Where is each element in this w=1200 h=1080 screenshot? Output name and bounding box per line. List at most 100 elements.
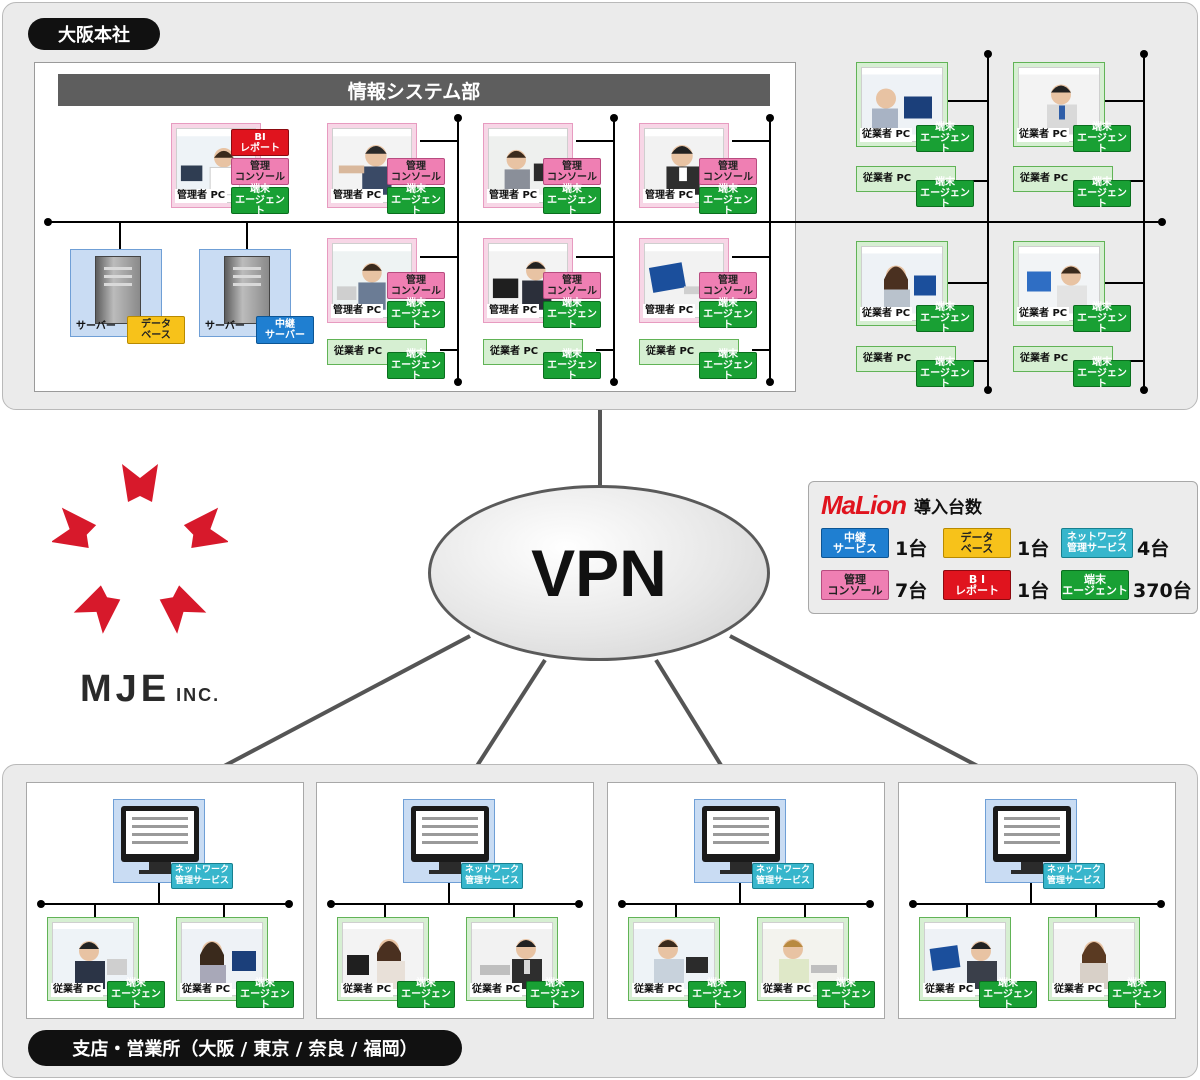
branch-network-line (913, 903, 1161, 905)
logo-inc-text: INC. (176, 685, 221, 705)
agent-badge: 端末 エージェント (699, 298, 757, 331)
agent-badge: 端末 エージェント (1108, 978, 1166, 1011)
branch-network-line (622, 903, 870, 905)
agent-badge: 端末 エージェント (916, 122, 974, 155)
vertical-network-line (613, 118, 615, 382)
network-service-badge: ネットワーク 管理サービス (461, 863, 523, 889)
employee-pc-label: 従業者 PC (334, 346, 383, 357)
network-node (44, 218, 52, 226)
network-node (454, 378, 462, 386)
monitor-icon (121, 806, 199, 862)
deployment-legend: MaLion 導入台数 中継 サービス 1台 データ ベース 1台 ネットワーク… (808, 481, 1198, 614)
employee-pc-label: 従業者 PC (863, 173, 912, 184)
bi-report-badge: BI レポート (231, 129, 289, 156)
employee-pc-label: 従業者 PC (761, 983, 814, 997)
company-logo-text: MJE INC. (80, 668, 220, 711)
server-icon (224, 256, 270, 324)
agent-badge: 端末 エージェント (1073, 302, 1131, 335)
network-node (610, 114, 618, 122)
agent-badge: 端末 エージェント (236, 978, 294, 1011)
legend-agent-count: 370台 (1133, 580, 1192, 602)
admin-pc-label: 管理者 PC (175, 189, 228, 203)
branch-offices-title: 支店・営業所（大阪 / 東京 / 奈良 / 福岡） (28, 1030, 462, 1066)
branch-office-box: ネットワーク 管理サービス 従業者 PC 端末 エージェント 従業者 PC 端末… (607, 782, 885, 1019)
server-icon (95, 256, 141, 324)
employee-pc-label: 従業者 PC (341, 983, 394, 997)
network-service-badge: ネットワーク 管理サービス (752, 863, 814, 889)
branch-office-box: ネットワーク 管理サービス 従業者 PC 端末 エージェント 従業者 PC 端末… (316, 782, 594, 1019)
employee-pc-label: 従業者 PC (646, 346, 695, 357)
agent-badge: 端末 エージェント (231, 184, 289, 217)
agent-badge: 端末 エージェント (543, 184, 601, 217)
vpn-cloud: VPN (428, 485, 770, 661)
relay-server-tile (199, 249, 291, 337)
console-badge: 管理 コンソール (543, 158, 601, 185)
malion-brand: MaLion (821, 490, 907, 520)
agent-badge: 端末 エージェント (543, 349, 601, 382)
employee-pc-label: 従業者 PC (180, 983, 233, 997)
network-node (766, 378, 774, 386)
employee-pc-label: 従業者 PC (51, 983, 104, 997)
admin-pc-label: 管理者 PC (643, 304, 696, 318)
branch-network-line (331, 903, 579, 905)
legend-relay-badge: 中継 サービス (821, 528, 889, 558)
admin-pc-label: 管理者 PC (643, 189, 696, 203)
server-drop-line (246, 222, 248, 250)
network-node (766, 114, 774, 122)
agent-badge: 端末 エージェント (1073, 177, 1131, 210)
employee-pc-label: 従業者 PC (1020, 173, 1069, 184)
legend-database-count: 1台 (1017, 538, 1050, 560)
legend-console-count: 7台 (895, 580, 928, 602)
admin-pc-label: 管理者 PC (487, 189, 540, 203)
legend-database-badge: データ ベース (943, 528, 1011, 558)
server-drop-line (119, 222, 121, 250)
agent-badge: 端末 エージェント (916, 302, 974, 335)
legend-network-count: 4台 (1137, 538, 1170, 560)
network-service-pc (403, 799, 495, 883)
server-label: サーバー (205, 321, 245, 332)
network-node (984, 386, 992, 394)
branch-office-box: ネットワーク 管理サービス 従業者 PC 端末 エージェント 従業者 PC 端末… (26, 782, 304, 1019)
network-service-pc (694, 799, 786, 883)
monitor-icon (411, 806, 489, 862)
console-badge: 管理 コンソール (699, 158, 757, 185)
network-service-badge: ネットワーク 管理サービス (1043, 863, 1105, 889)
legend-console-badge: 管理 コンソール (821, 570, 889, 600)
employee-pc-label: 従業者 PC (923, 983, 976, 997)
network-service-badge: ネットワーク 管理サービス (171, 863, 233, 889)
network-node (454, 114, 462, 122)
network-node (1140, 50, 1148, 58)
monitor-icon (702, 806, 780, 862)
agent-badge: 端末 エージェント (543, 298, 601, 331)
vertical-network-line (987, 54, 989, 390)
monitor-icon (993, 806, 1071, 862)
employee-pc-label: 従業者 PC (1017, 307, 1070, 321)
agent-badge: 端末 エージェント (1073, 357, 1131, 390)
vertical-network-line (457, 118, 459, 382)
legend-bi-count: 1台 (1017, 580, 1050, 602)
console-badge: 管理 コンソール (543, 272, 601, 299)
agent-badge: 端末 エージェント (397, 978, 455, 1011)
network-node (1140, 386, 1148, 394)
employee-pc-label: 従業者 PC (1020, 353, 1069, 364)
employee-pc-label: 従業者 PC (470, 983, 523, 997)
employee-pc-label: 従業者 PC (1052, 983, 1105, 997)
employee-pc-label: 従業者 PC (1017, 128, 1070, 142)
network-node (984, 50, 992, 58)
employee-pc-label: 従業者 PC (863, 353, 912, 364)
agent-badge: 端末 エージェント (916, 177, 974, 210)
employee-pc-label: 従業者 PC (632, 983, 685, 997)
relay-server-badge: 中継 サーバー (256, 316, 314, 344)
admin-pc-label: 管理者 PC (487, 304, 540, 318)
agent-badge: 端末 エージェント (699, 349, 757, 382)
network-node (1158, 218, 1166, 226)
employee-pc-label: 従業者 PC (490, 346, 539, 357)
headquarters-title: 大阪本社 (28, 18, 160, 50)
vertical-network-line (769, 118, 771, 382)
legend-bi-badge: B I レポート (943, 570, 1011, 600)
employee-pc-label: 従業者 PC (860, 128, 913, 142)
branch-office-box: ネットワーク 管理サービス 従業者 PC 端末 エージェント 従業者 PC 端末… (898, 782, 1176, 1019)
agent-badge: 端末 エージェント (526, 978, 584, 1011)
agent-badge: 端末 エージェント (387, 349, 445, 382)
agent-badge: 端末 エージェント (1073, 122, 1131, 155)
